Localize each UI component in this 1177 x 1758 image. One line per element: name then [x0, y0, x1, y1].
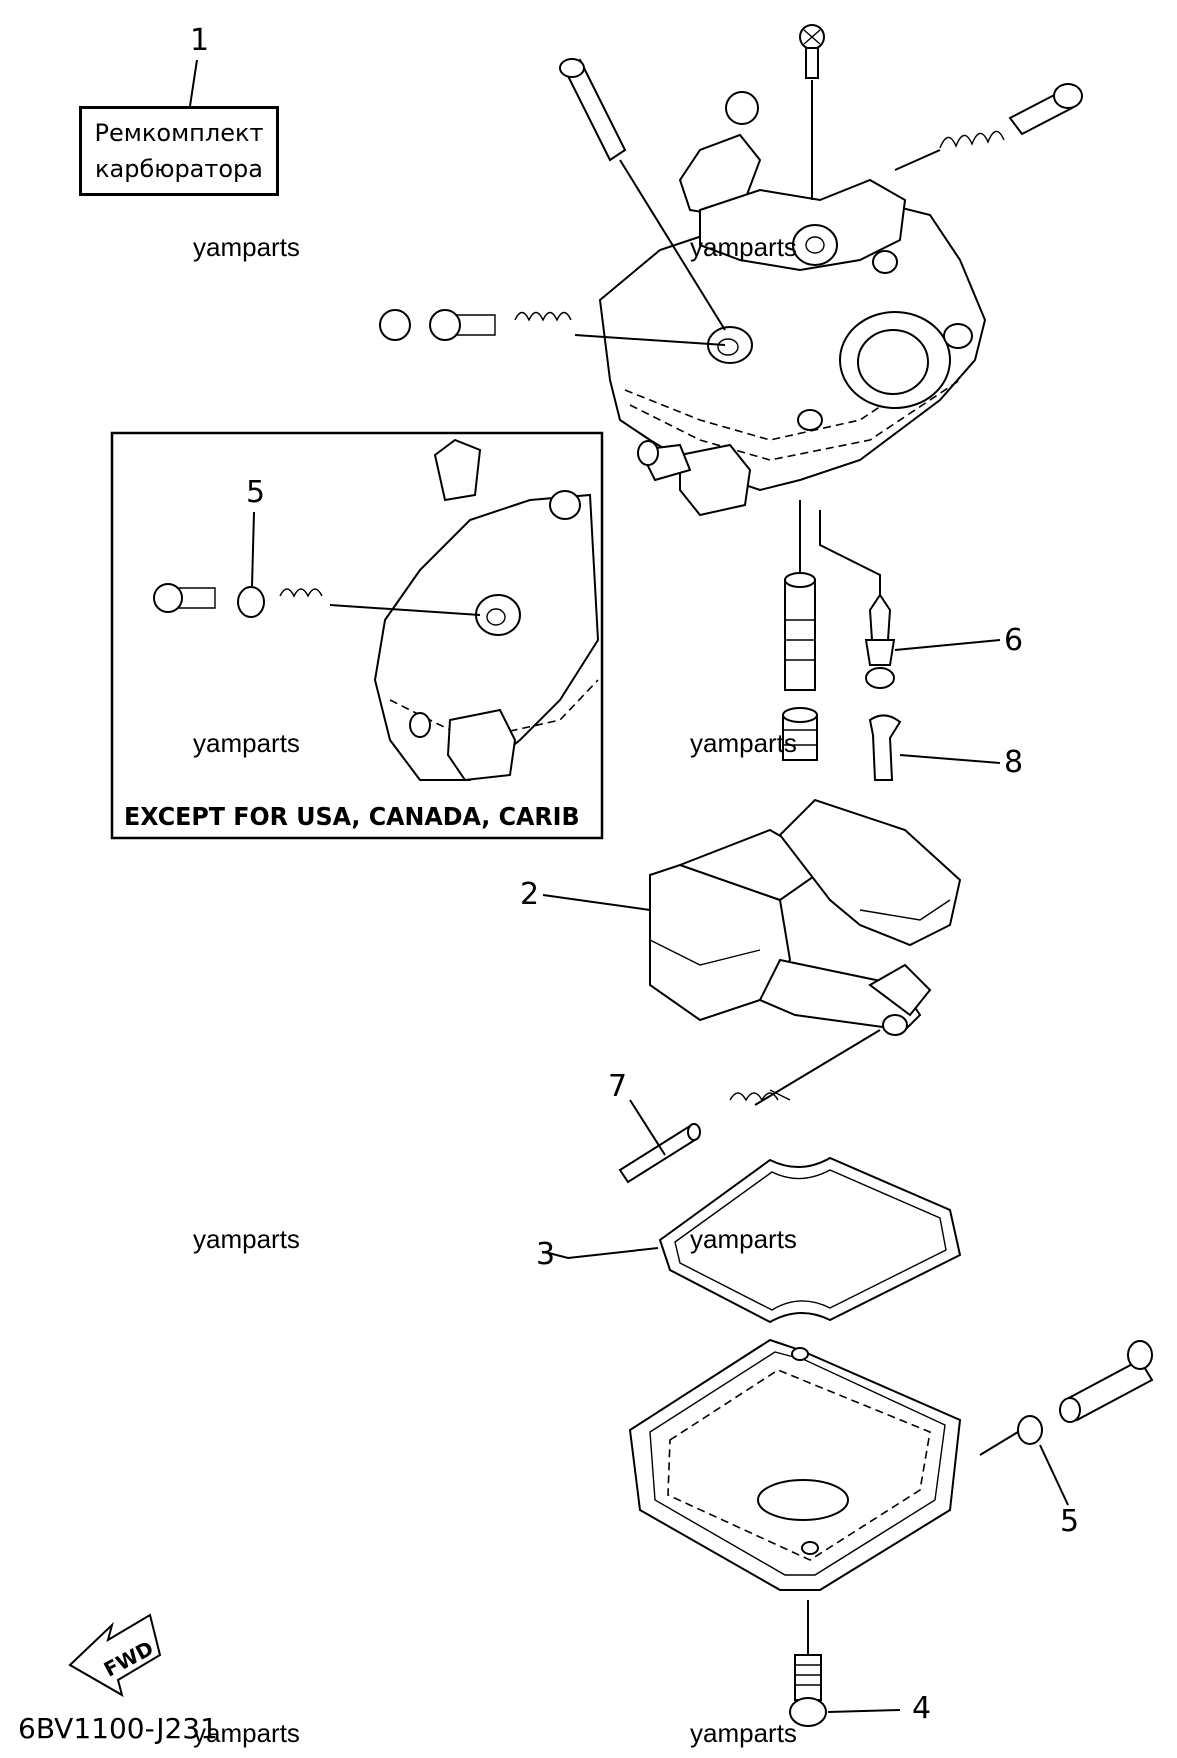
float	[542, 798, 962, 1036]
watermark: yamparts	[690, 728, 797, 758]
inset-caption: EXCEPT FOR USA, CANADA, CARIB	[124, 802, 580, 831]
watermark: yamparts	[193, 728, 300, 758]
inset-drawing	[153, 438, 600, 782]
diagram-code: 6BV1100-J231	[18, 1712, 218, 1745]
callout-5-inset: 5	[246, 475, 266, 510]
callout-3: 3	[536, 1237, 556, 1272]
kit-box-line1: Ремкомплект	[94, 119, 264, 147]
callout-8: 8	[1004, 745, 1024, 780]
watermark: yamparts	[193, 1718, 300, 1748]
callout-6: 6	[1004, 623, 1024, 658]
callout-7: 7	[608, 1069, 628, 1104]
callout-4: 4	[912, 1691, 932, 1726]
bowl-screw	[789, 1654, 901, 1727]
leader-3	[544, 1251, 569, 1259]
kit-box-line2: карбюратора	[95, 155, 263, 183]
fwd-arrow-icon: FWD	[68, 1613, 162, 1698]
callout-2: 2	[520, 877, 540, 912]
watermark: yamparts	[193, 232, 300, 262]
drain-screw	[979, 1340, 1154, 1506]
drain-o-ring	[1017, 1415, 1043, 1445]
callout-1: 1	[190, 23, 210, 58]
watermark: yamparts	[193, 1224, 300, 1254]
needle-valve	[864, 593, 1001, 689]
pilot-screw-left	[379, 309, 726, 346]
top-screw	[799, 24, 825, 200]
callout-5-main: 5	[1060, 1504, 1080, 1539]
float-pin	[618, 1029, 881, 1184]
clip	[868, 714, 1001, 781]
gasket	[567, 1156, 962, 1324]
idle-screw-right	[894, 83, 1083, 171]
float-bowl	[628, 1338, 962, 1655]
carburetor-body	[598, 91, 987, 517]
repair-kit-box: Ремкомплект карбюратора	[79, 106, 279, 196]
inset-frame	[110, 431, 604, 840]
jet-assembly	[782, 500, 881, 761]
watermark: yamparts	[690, 1718, 797, 1748]
inset-o-ring	[237, 586, 265, 618]
watermark: yamparts	[690, 232, 797, 262]
leader-1	[189, 59, 198, 107]
diagonal-screw	[559, 58, 726, 331]
watermark: yamparts	[690, 1224, 797, 1254]
